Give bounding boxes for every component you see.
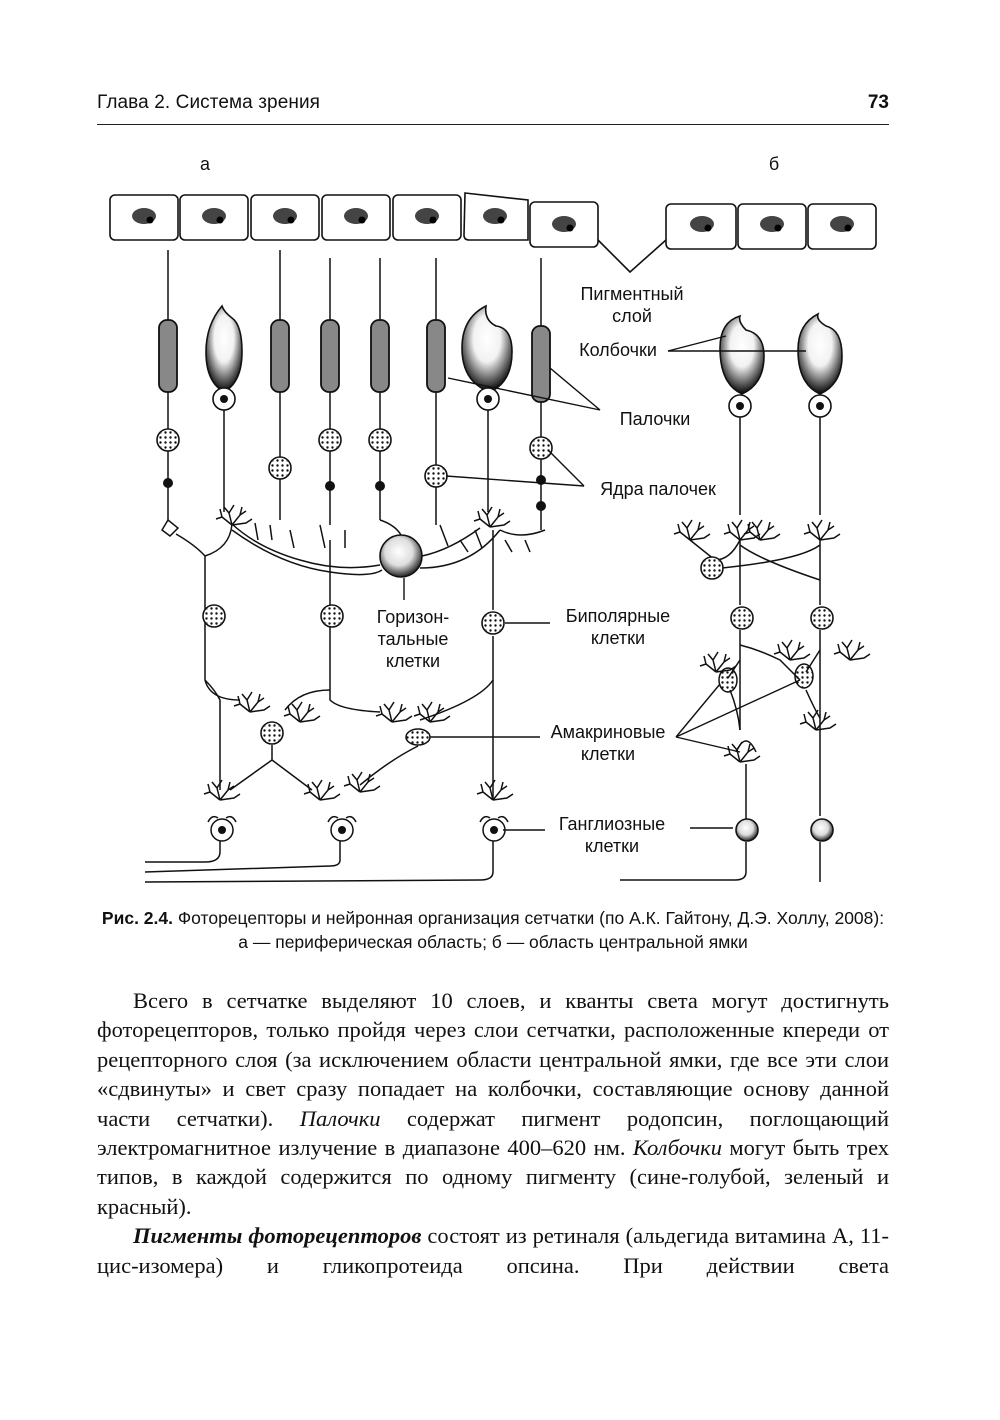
amacrine-cells-b	[718, 663, 814, 753]
bipolar-cells-b	[700, 556, 834, 630]
p1-text: Всего в сетчатке выделяют 10 слоев, и кв…	[97, 988, 889, 1131]
pigment-epithelium-b	[665, 203, 877, 250]
label-ganglion-1: Ганглиозные	[559, 814, 665, 834]
label-cones: Колбочки	[579, 340, 657, 360]
caption-text: Фоторецепторы и нейронная организация се…	[177, 908, 885, 952]
label-horizontal-2: тальные	[378, 629, 449, 649]
fovea-dip	[597, 239, 667, 274]
body-text: Всего в сетчатке выделяют 10 слоев, и кв…	[97, 986, 889, 1280]
paragraph-1: Всего в сетчатке выделяют 10 слоев, и кв…	[97, 986, 889, 1221]
paragraph-2: Пигменты фоторецепторов состоят из ретин…	[97, 1221, 889, 1280]
neuron-wiring-b	[620, 539, 821, 882]
bipolar-cells-a	[202, 604, 505, 635]
label-rod-nuclei: Ядра палочек	[600, 479, 716, 499]
leader-lines	[403, 335, 806, 831]
running-header: Глава 2. Система зрения 73	[97, 88, 889, 125]
label-pigment-layer-1: Пигментный	[580, 284, 683, 304]
p2-text: состоят из ретиналя (альдегида витамина …	[97, 1223, 889, 1278]
page-number: 73	[867, 92, 889, 113]
rod-nuclei	[156, 428, 553, 488]
p1-term-rods: Палочки	[299, 1105, 381, 1131]
rod-outer-segments	[158, 319, 551, 403]
p2-term: Пигменты фоторецепторов	[133, 1223, 422, 1249]
label-amacrine-2: клетки	[581, 744, 635, 764]
pigment-epithelium-a	[109, 192, 599, 248]
horizontal-cell	[379, 534, 423, 578]
panel-b-label: б	[769, 154, 779, 174]
label-horizontal-1: Горизон-	[377, 607, 450, 627]
pigment-nuclei-a	[132, 208, 576, 232]
figure-caption: Рис. 2.4. Фоторецепторы и нейронная орга…	[97, 906, 889, 954]
figure-labels: Пигментный слой Колбочки Палочки Ядра па…	[377, 284, 716, 856]
label-bipolar-1: Биполярные	[566, 606, 670, 626]
panel-a-label: а	[200, 154, 211, 174]
label-ganglion-2: клетки	[585, 836, 639, 856]
label-horizontal-3: клетки	[386, 651, 440, 671]
p1-term-cones: Колбочки	[632, 1135, 722, 1161]
label-rods: Палочки	[620, 409, 691, 429]
label-amacrine-1: Амакриновые	[551, 722, 666, 742]
caption-label: Рис. 2.4.	[101, 908, 173, 928]
label-pigment-layer-2: слой	[612, 306, 652, 326]
p1-text-end: могут быть трех типов, в каждой содержит…	[97, 1135, 890, 1219]
p1-text-cont: содержат пигмент родопсин, поглощающий э…	[97, 1105, 890, 1161]
retina-figure: а б	[109, 154, 877, 883]
dendrite-arbors-b	[673, 519, 871, 763]
photoreceptor-processes	[167, 250, 821, 530]
label-bipolar-2: клетки	[591, 628, 645, 648]
neuron-wiring-a	[144, 518, 546, 883]
ganglion-cells-b	[735, 818, 834, 842]
pigment-nuclei-b	[690, 216, 854, 232]
amacrine-cells-a	[260, 721, 431, 746]
ganglion-cells-a	[207, 815, 509, 842]
cone-cells	[205, 304, 843, 418]
chapter-title: Глава 2. Система зрения	[97, 92, 321, 113]
